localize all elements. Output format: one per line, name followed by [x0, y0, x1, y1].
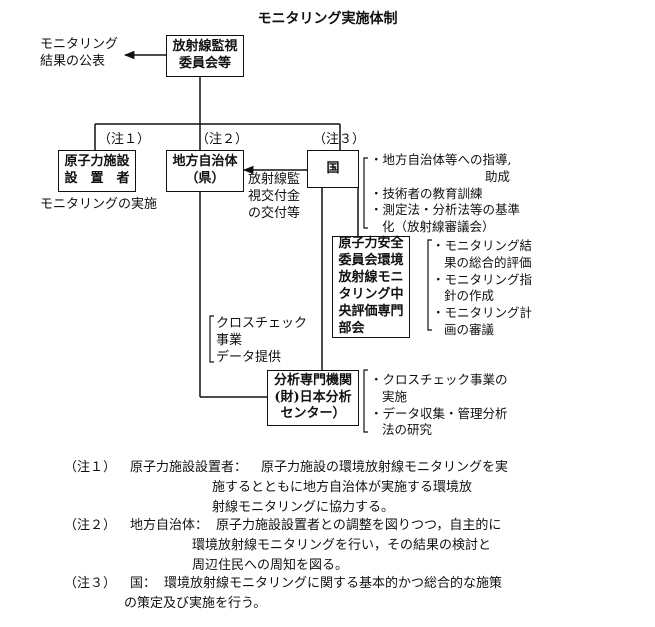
state-duties: ・地方自治体等への指導, 助成 ・技術者の教育訓練 ・測定法・分析法等の基準 化… [370, 152, 521, 234]
subsidy-label: 放射線監 視交付金 の交付等 [248, 172, 301, 221]
state-duty-1: ・地方自治体等への指導, [370, 152, 512, 167]
operator-box: 原子力施設 設 置 者 [58, 150, 136, 192]
state-duty-3: ・測定法・分析法等の基準 [370, 202, 521, 218]
local-gov-box: 地方自治体 （県） [166, 150, 244, 192]
committee-box: 放射線監視 委員会等 [166, 35, 244, 77]
jca-duty-1: ・クロスチェック事業の [370, 372, 508, 387]
nsc-box: 原子力安全 委員会環境 放射線モニ タリング中 央評価専門 部会 [332, 236, 410, 338]
state-duty-2: ・技術者の教育訓練 [370, 185, 483, 201]
operator-caption: モニタリングの実施 [40, 197, 158, 212]
note-tag-3: （注３） [313, 132, 366, 147]
note-tag-2: （注２） [196, 132, 249, 147]
publication-label: モニタリング 結果の公表 [40, 37, 119, 69]
jca-duty-2: ・データ収集・管理分析 [370, 405, 508, 421]
state-duties-brace [363, 157, 368, 229]
jca-duties-brace [363, 369, 368, 433]
nsc-duty-3: ・モニタリング計 [432, 305, 533, 320]
footnote-3: （注３）国：環境放射線モニタリングに関する基本的かつ総合的な施策 の策定及び実施… [64, 576, 503, 612]
footnote-2: （注２）地方自治体：原子力施設設置者との調整を図りつつ，自主的に 環境放射線モニ… [64, 518, 502, 574]
diagram-title: モニタリング実施体制 [257, 11, 398, 27]
nsc-duties-brace [427, 239, 432, 331]
footnote-1: （注１）原子力施設設置者：原子力施設の環境放射線モニタリングを実 施するとともに… [64, 460, 509, 516]
crosscheck-label: クロスチェック 事業 データ提供 [216, 316, 308, 365]
nsc-duty-1: ・モニタリング結 [432, 238, 533, 253]
note-tag-1: （注１） [98, 132, 151, 147]
nsc-duties: ・モニタリング結 果の総合的評価 ・モニタリング指 針の作成 ・モニタリング計 … [432, 238, 533, 337]
nsc-duty-2: ・モニタリング指 [432, 271, 533, 287]
crosscheck-brace [209, 315, 214, 363]
jca-box: 分析専門機関 (財)日本分析 センター） [267, 370, 359, 426]
state-box: 国 [307, 150, 359, 188]
jca-duties: ・クロスチェック事業の 実施 ・データ収集・管理分析 法の研究 [370, 372, 508, 438]
